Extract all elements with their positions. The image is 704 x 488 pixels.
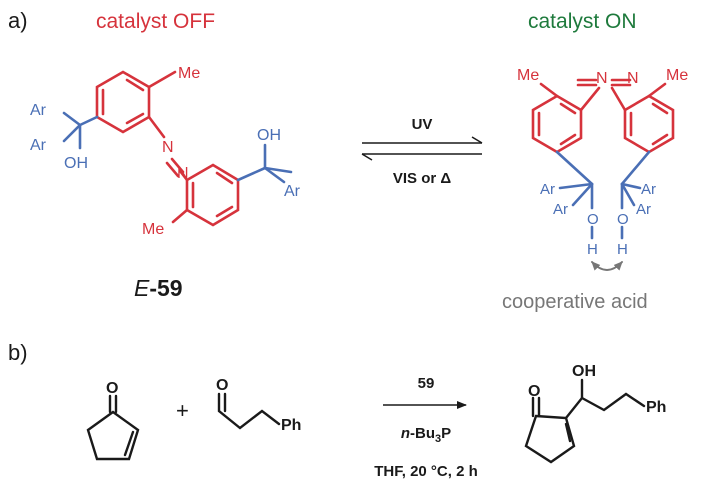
on-azo-link xyxy=(576,78,598,87)
on-atom-o-left: O xyxy=(587,211,599,228)
mbh-product xyxy=(524,378,646,464)
on-atom-ar-r2: Ar xyxy=(636,201,651,218)
molecule-z59 xyxy=(531,78,675,271)
on-right-ring xyxy=(610,78,675,154)
on-atom-n-right: N xyxy=(627,70,639,87)
atom-ar-2: Ar xyxy=(30,137,47,154)
reagent-catalyst: 59 xyxy=(418,375,435,392)
atom-ar-3: Ar xyxy=(284,183,301,200)
reagent-base-main: -Bu xyxy=(410,425,435,442)
equilibrium-arrows xyxy=(361,136,483,161)
on-atom-me-right: Me xyxy=(666,67,688,84)
atom-ph-aldehyde: Ph xyxy=(281,417,301,434)
reagent-base: n-Bu3P xyxy=(401,425,451,445)
atom-oh-left: OH xyxy=(64,155,88,172)
plus-sign: + xyxy=(176,398,189,423)
on-atom-o-right: O xyxy=(617,211,629,228)
on-atom-me-left: Me xyxy=(517,67,539,84)
reagent-base-prefix: n xyxy=(401,425,410,442)
on-atom-h-right: H xyxy=(617,241,628,258)
cooperative-arrow xyxy=(591,261,623,271)
carbinol-groups xyxy=(62,111,293,184)
compound-label: E-59 xyxy=(134,275,183,301)
reaction-conditions: THF, 20 °C, 2 h xyxy=(374,463,478,480)
atom-me-bottom: Me xyxy=(142,221,164,238)
reagent-base-tail: P xyxy=(441,425,451,442)
atom-ph-product: Ph xyxy=(646,399,666,416)
atom-oh-right: OH xyxy=(257,127,281,144)
on-atom-ar-l2: Ar xyxy=(553,201,568,218)
forward-label: UV xyxy=(412,116,433,133)
phenylpropanal xyxy=(217,392,281,430)
on-carbinol-groups xyxy=(555,150,651,240)
atom-n-1: N xyxy=(162,139,174,156)
atom-o-aldehyde: O xyxy=(216,377,228,394)
reagent-base-sub: 3 xyxy=(435,433,441,445)
atom-o-enone: O xyxy=(106,380,118,397)
compound-label-prefix: E xyxy=(134,275,150,301)
on-atom-ar-r1: Ar xyxy=(641,181,656,198)
panel-a-label: a) xyxy=(8,8,28,33)
cyclopentenone xyxy=(86,394,140,461)
catalyst-off-title: catalyst OFF xyxy=(96,10,215,33)
on-left-ring xyxy=(531,82,601,154)
atom-o-product: O xyxy=(528,383,540,400)
on-atom-ar-l1: Ar xyxy=(540,181,555,198)
atom-me-top: Me xyxy=(178,65,200,82)
atom-ar-1: Ar xyxy=(30,102,47,119)
catalyst-on-title: catalyst ON xyxy=(528,10,637,33)
atom-n-2: N xyxy=(177,165,189,182)
molecule-z59-labels: Me Me N N Ar Ar Ar Ar O O H H xyxy=(517,67,688,258)
molecule-e59-labels: Me Ar Ar OH N N OH Ar Me xyxy=(30,65,301,238)
on-atom-h-left: H xyxy=(587,241,598,258)
compound-label-number: -59 xyxy=(149,275,182,301)
reverse-label: VIS or Δ xyxy=(393,170,452,187)
molecule-e59 xyxy=(62,70,293,227)
upper-ring xyxy=(95,70,185,178)
panel-b-label: b) xyxy=(8,340,28,365)
on-atom-n-left: N xyxy=(596,70,608,87)
mbh-product-labels: O OH Ph xyxy=(528,363,666,416)
atom-oh-product: OH xyxy=(572,363,596,380)
cooperative-acid-label: cooperative acid xyxy=(502,291,648,313)
